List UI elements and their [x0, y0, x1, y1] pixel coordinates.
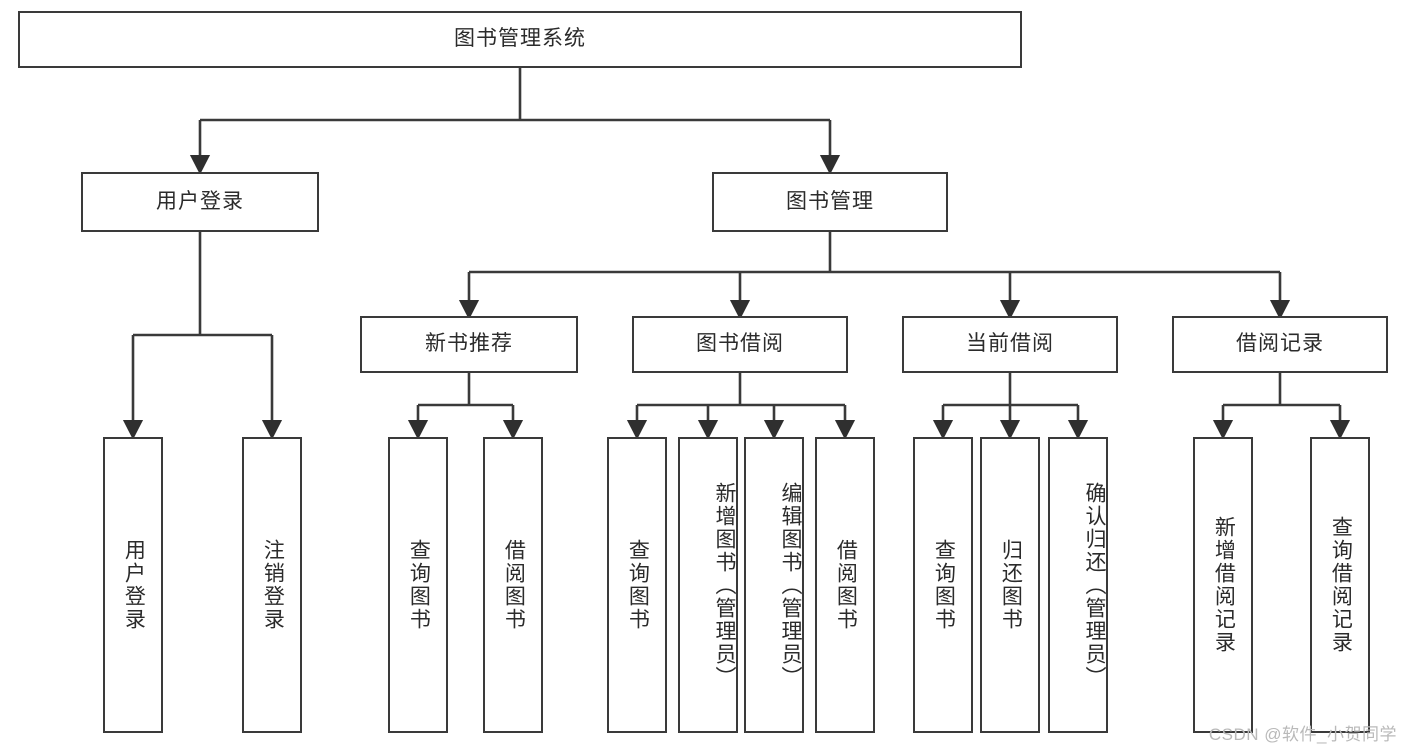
- leaf-current-borrow-confirm-admin[interactable]: 确认归还（管理员）: [1048, 437, 1108, 733]
- leaf-new-book-borrow[interactable]: 借阅图书: [483, 437, 543, 733]
- node-root-system[interactable]: 图书管理系统: [18, 11, 1022, 68]
- leaf-new-book-query[interactable]: 查询图书: [388, 437, 448, 733]
- node-borrow-record[interactable]: 借阅记录: [1172, 316, 1388, 373]
- leaf-borrow-record-query[interactable]: 查询借阅记录: [1310, 437, 1370, 733]
- watermark-text: CSDN @软件_小贺同学: [1208, 725, 1397, 744]
- node-book-management[interactable]: 图书管理: [712, 172, 948, 232]
- leaf-book-borrow-query[interactable]: 查询图书: [607, 437, 667, 733]
- node-user-login[interactable]: 用户登录: [81, 172, 319, 232]
- leaf-user-login-login[interactable]: 用户登录: [103, 437, 163, 733]
- node-new-book-recommend[interactable]: 新书推荐: [360, 316, 578, 373]
- leaf-current-borrow-return[interactable]: 归还图书: [980, 437, 1040, 733]
- leaf-current-borrow-query[interactable]: 查询图书: [913, 437, 973, 733]
- leaf-book-borrow-edit-admin[interactable]: 编辑图书（管理员）: [744, 437, 804, 733]
- node-current-borrow[interactable]: 当前借阅: [902, 316, 1118, 373]
- leaf-borrow-record-add[interactable]: 新增借阅记录: [1193, 437, 1253, 733]
- node-book-borrow[interactable]: 图书借阅: [632, 316, 848, 373]
- leaf-user-login-logout[interactable]: 注销登录: [242, 437, 302, 733]
- leaf-book-borrow-add-admin[interactable]: 新增图书（管理员）: [678, 437, 738, 733]
- leaf-book-borrow-borrow[interactable]: 借阅图书: [815, 437, 875, 733]
